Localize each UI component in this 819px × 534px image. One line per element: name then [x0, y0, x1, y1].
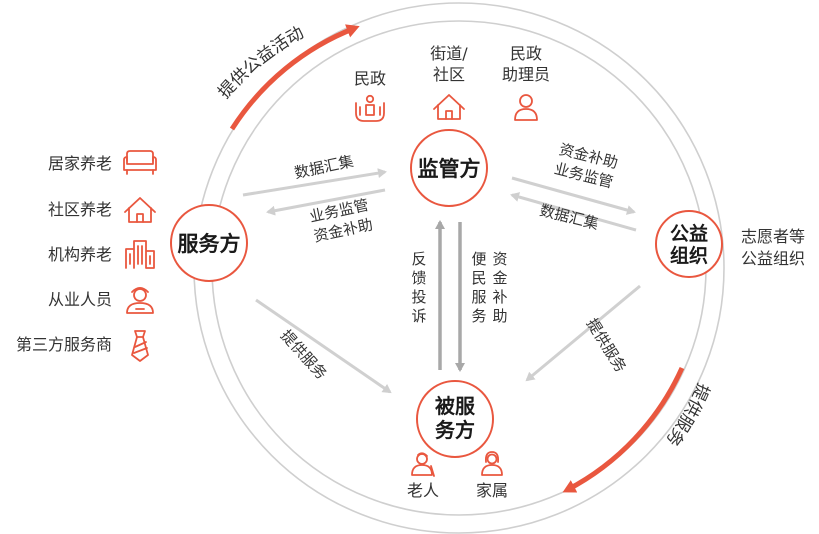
provider-type-institution-care: 机构养老: [48, 240, 155, 269]
arrow-provider-to-served: [255, 298, 392, 394]
provider-type-third-party: 第三方服务商: [16, 330, 149, 362]
node-provider-circle: [170, 204, 248, 282]
convenience-char-2: 民: [471, 269, 486, 287]
node-supervisor: 监管方: [410, 129, 488, 207]
node-public-welfare: 公益 组织: [655, 210, 723, 278]
node-supervisor-label: 监管方: [418, 157, 481, 181]
node-welfare-label-1: 公益: [670, 222, 708, 245]
supervisor-member-street-community: 街道/ 社区: [430, 44, 468, 120]
welfare-desc-line-2: 公益组织: [741, 249, 805, 268]
sofa-icon: [123, 150, 157, 175]
flow-label-convenience-service: 便 民 服 务: [471, 250, 486, 325]
provider-practitioners-label: 从业人员: [48, 290, 112, 309]
feedback-char-2: 馈: [411, 269, 426, 287]
feedback-char-3: 投: [411, 288, 426, 306]
convenience-char-3: 服: [471, 288, 486, 306]
flow-text-provide-service-left: 提供服务: [277, 326, 331, 383]
feedback-char-1: 反: [411, 250, 426, 268]
arrow-welfare-to-served: [525, 284, 641, 382]
flow-text-provide-service-right: 提供服务: [583, 315, 630, 375]
node-service-provider: 服务方: [170, 204, 248, 282]
house-icon: [124, 197, 156, 223]
provider-type-community-care: 社区养老: [48, 197, 156, 223]
arrow-supervisor-to-welfare: [511, 176, 636, 215]
node-served: 被服 务方: [416, 380, 494, 458]
node-served-label-2: 务方: [435, 418, 475, 442]
tie-icon: [131, 330, 149, 362]
served-member-elder: 老人: [407, 452, 439, 500]
node-supervisor-circle: [410, 129, 488, 207]
flow-label-feedback: 反 馈 投 诉: [411, 250, 426, 325]
person-icon: [514, 94, 538, 121]
feedback-char-4: 诉: [411, 307, 426, 325]
woman-icon: [481, 451, 503, 476]
node-provider-label: 服务方: [178, 232, 241, 256]
outer-arc-bottom-arrow: [567, 368, 682, 490]
flow-label-provider-service: 提供服务: [277, 326, 331, 383]
street-community-label-1: 街道/: [430, 44, 468, 63]
assistant-label-1: 民政: [510, 44, 542, 63]
civil-affairs-label: 民政: [354, 69, 386, 88]
arrow-welfare-to-supervisor: [510, 192, 637, 232]
worker-icon: [126, 287, 154, 314]
hands-person-icon: [355, 94, 385, 122]
welfare-desc-line-1: 志愿者等: [741, 227, 805, 246]
supervisor-member-civil-affairs: 民政: [354, 69, 386, 122]
elder-icon: [411, 452, 435, 477]
served-elder-label: 老人: [407, 481, 439, 500]
subsidy-char-1: 资: [492, 250, 507, 268]
building-icon: [125, 240, 155, 269]
street-community-label-2: 社区: [433, 65, 465, 84]
convenience-char-1: 便: [471, 250, 486, 268]
flow-label-welfare-service: 提供服务: [583, 315, 630, 375]
served-member-family: 家属: [476, 451, 508, 500]
served-family-label: 家属: [476, 481, 508, 500]
flow-label-fund-subsidy-vertical: 资 金 补 助: [492, 250, 507, 325]
convenience-char-4: 务: [471, 307, 486, 325]
provider-third-party-label: 第三方服务商: [16, 335, 112, 354]
provider-community-care-label: 社区养老: [48, 200, 112, 219]
arrow-provider-to-supervisor: [242, 168, 387, 197]
arrow-supervisor-to-provider: [266, 188, 386, 216]
house-icon: [433, 94, 465, 120]
node-welfare-circle: [655, 210, 723, 278]
subsidy-char-2: 金: [492, 269, 507, 287]
provider-institution-care-label: 机构养老: [48, 245, 112, 264]
provider-type-practitioners: 从业人员: [48, 287, 154, 314]
node-served-label-1: 被服: [435, 394, 476, 418]
supervisor-member-assistant: 民政 助理员: [502, 44, 550, 121]
subsidy-char-4: 助: [492, 307, 507, 325]
provider-home-care-label: 居家养老: [48, 154, 112, 173]
subsidy-char-3: 补: [492, 288, 507, 306]
flow-label-supervisor-to-welfare: 资金补助 业务监管: [552, 140, 619, 191]
assistant-label-2: 助理员: [502, 65, 550, 84]
node-welfare-label-2: 组织: [670, 244, 708, 267]
provider-type-home-care: 居家养老: [48, 150, 157, 175]
flow-label-welfare-to-supervisor: 数据汇集: [538, 201, 601, 233]
node-served-circle: [416, 380, 494, 458]
flow-text-data-collect-right: 数据汇集: [538, 201, 601, 233]
